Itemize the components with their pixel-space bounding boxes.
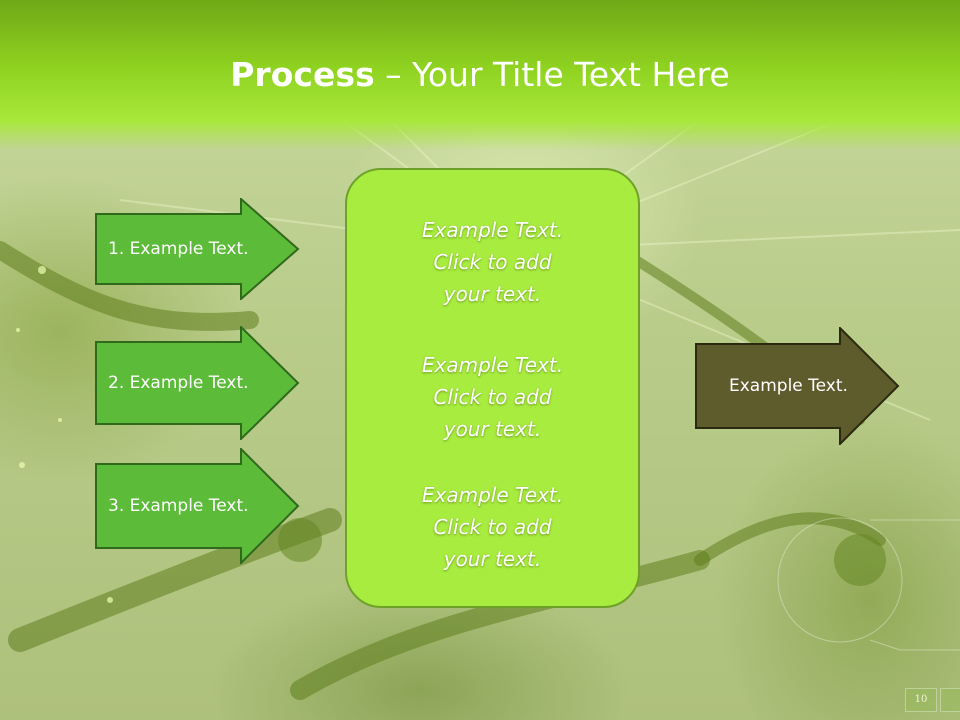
slide-title[interactable]: Process – Your Title Text Here bbox=[0, 52, 960, 98]
center-text-line: Click to add bbox=[433, 250, 552, 274]
center-text-block-1: Example Text. Click to add your text. bbox=[347, 214, 638, 310]
process-step-arrow-1[interactable]: 1. Example Text. bbox=[95, 198, 300, 300]
process-step-label-3: 3. Example Text. bbox=[108, 496, 249, 516]
center-text-block-2: Example Text. Click to add your text. bbox=[347, 349, 638, 445]
center-text-block-3: Example Text. Click to add your text. bbox=[347, 479, 638, 575]
slide-number-box bbox=[940, 688, 960, 712]
center-text-box[interactable]: Example Text. Click to add your text. Ex… bbox=[345, 168, 640, 608]
center-text-line: Click to add bbox=[433, 385, 552, 409]
center-text-line: your text. bbox=[443, 547, 542, 571]
center-text-line: Example Text. bbox=[421, 218, 564, 242]
process-step-arrow-3[interactable]: 3. Example Text. bbox=[95, 448, 300, 564]
center-text-line: Example Text. bbox=[421, 353, 564, 377]
center-text-line: your text. bbox=[443, 417, 542, 441]
slide-title-rest: – Your Title Text Here bbox=[374, 55, 730, 94]
process-step-arrow-2[interactable]: 2. Example Text. bbox=[95, 326, 300, 440]
title-bar bbox=[0, 0, 960, 150]
result-arrow-label: Example Text. bbox=[729, 376, 848, 396]
center-text-line: Example Text. bbox=[421, 483, 564, 507]
result-arrow[interactable]: Example Text. bbox=[695, 327, 900, 445]
center-text-line: your text. bbox=[443, 282, 542, 306]
slide-number: 10 bbox=[905, 688, 937, 712]
process-step-label-1: 1. Example Text. bbox=[108, 239, 249, 259]
slide-title-bold: Process bbox=[230, 55, 375, 94]
process-step-label-2: 2. Example Text. bbox=[108, 373, 249, 393]
center-text-line: Click to add bbox=[433, 515, 552, 539]
